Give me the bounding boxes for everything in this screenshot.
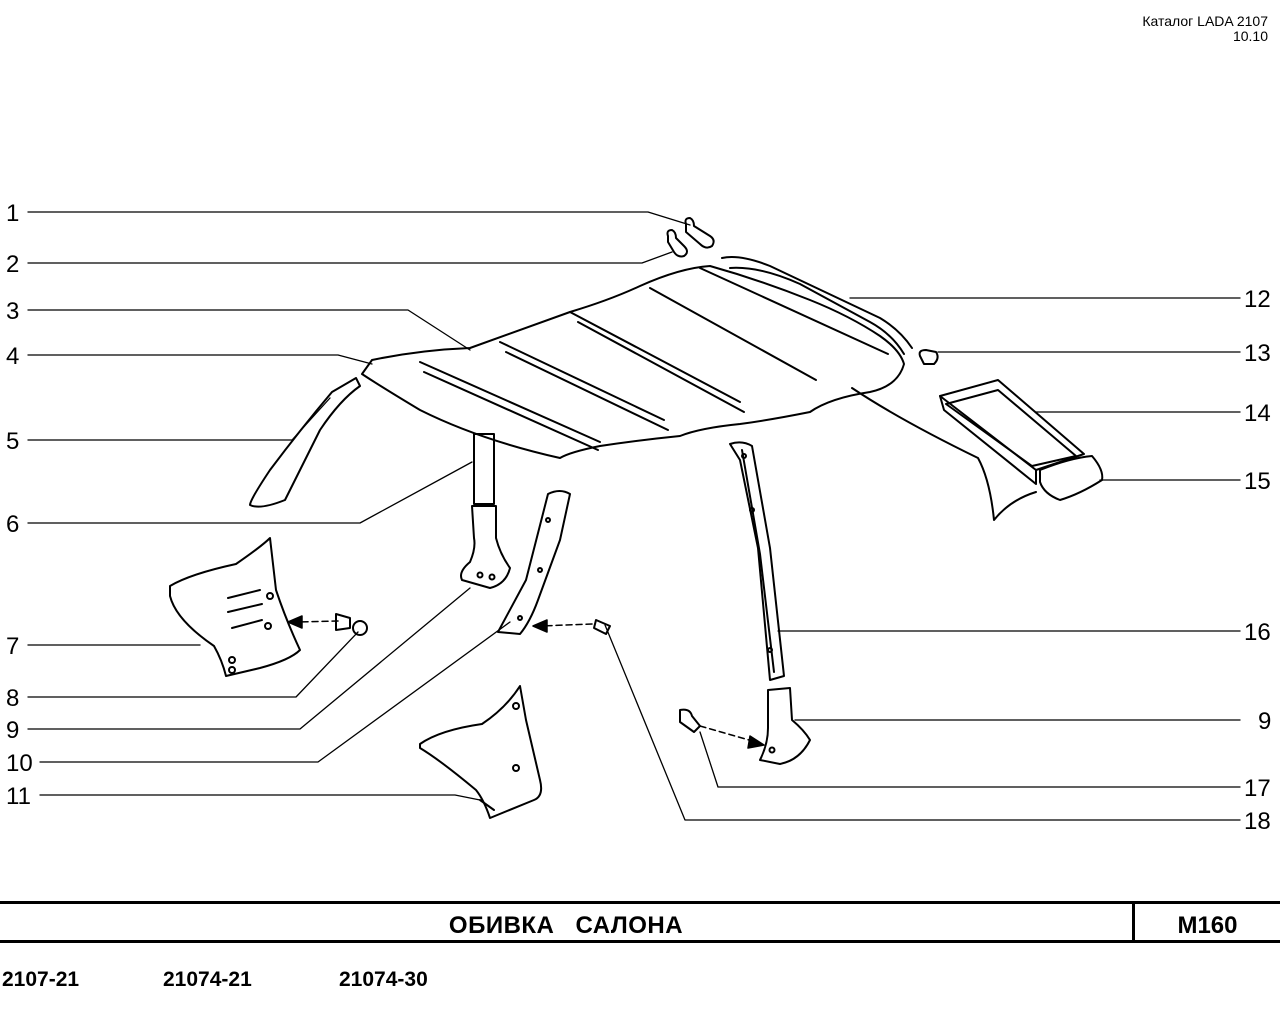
part-11-trim-panel (419, 685, 543, 819)
callout-16: 16 (1244, 619, 1271, 646)
callout-17: 17 (1244, 775, 1271, 802)
callout-9-right: 9 (1258, 708, 1271, 735)
callout-6: 6 (6, 511, 19, 538)
part-13-clip (918, 349, 939, 365)
callout-5: 5 (6, 428, 19, 455)
callout-14: 14 (1244, 400, 1271, 427)
part-17-screw (679, 708, 701, 733)
parts-diagram: 1 2 3 4 5 6 7 8 9 10 11 12 13 14 15 16 9… (6, 200, 1271, 835)
model-code: 21074-21 (163, 968, 252, 991)
model-code: 2107-21 (2, 968, 80, 991)
callout-2: 2 (6, 251, 19, 278)
part-12-rail (721, 256, 913, 355)
callout-18: 18 (1244, 808, 1271, 835)
callout-9: 9 (6, 717, 19, 744)
catalog-page-number: 10.10 (1232, 28, 1268, 44)
catalog-header: Каталог LADA 2107 10.10 (1142, 14, 1268, 44)
part-10-trim-strip (497, 490, 571, 635)
part-2-hook (666, 229, 688, 258)
callout-12: 12 (1244, 286, 1271, 313)
callout-4: 4 (6, 343, 19, 370)
part-5-side-trim (249, 377, 361, 508)
callout-11: 11 (6, 783, 31, 810)
part-18-screw (593, 619, 611, 635)
callout-10: 10 (6, 750, 33, 777)
part-9-bracket (759, 687, 811, 765)
section-title: ОБИВКА САЛОНА (448, 912, 684, 939)
leader-lines (27, 211, 1241, 821)
part-7-trim-panel (169, 537, 301, 677)
part-3-headliner (361, 265, 905, 459)
catalog-title: Каталог LADA 2107 (1142, 13, 1268, 29)
callout-8: 8 (6, 685, 19, 712)
title-divider (1132, 904, 1135, 940)
callout-7: 7 (6, 633, 19, 660)
model-list: 2107-21 21074-21 21074-30 (0, 968, 1280, 998)
part-1-hook (684, 217, 715, 249)
callout-labels: 1 2 3 4 5 6 7 8 9 10 11 12 13 14 15 16 9… (6, 200, 1271, 835)
part-8-screw (335, 613, 368, 636)
callout-13: 13 (1244, 340, 1271, 367)
part-15-cover (1039, 455, 1104, 501)
callout-15: 15 (1244, 468, 1271, 495)
part-16-pillar-trim (729, 441, 785, 681)
callout-1: 1 (6, 200, 19, 227)
callout-3: 3 (6, 298, 19, 325)
part-14-bracket (851, 379, 1085, 521)
fastener-arrows (287, 615, 765, 749)
part-6-pillar (460, 433, 511, 589)
model-code: 21074-30 (339, 968, 428, 991)
section-title-bar: ОБИВКА САЛОНА М160 (0, 901, 1280, 943)
section-code: М160 (1177, 912, 1238, 939)
